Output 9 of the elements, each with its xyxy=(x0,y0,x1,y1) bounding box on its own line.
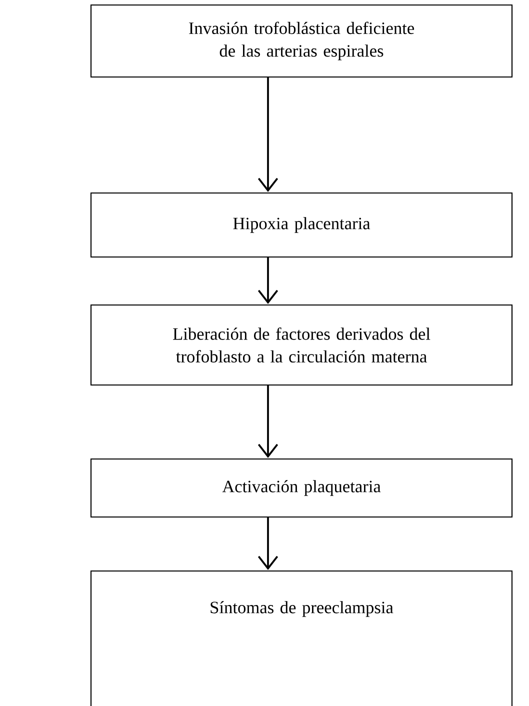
process-box: Hipoxia placentaria xyxy=(90,192,513,258)
arrow xyxy=(258,77,278,192)
arrow xyxy=(258,517,278,570)
arrow xyxy=(258,257,278,304)
process-box: Liberación de factores derivados del trofoblasto a la circulación materna xyxy=(90,304,513,386)
arrow xyxy=(258,385,278,458)
process-box: Síntomas de preeclampsia xyxy=(90,570,513,706)
process-box: Invasión trofoblástica deficiente de las arterias espirales xyxy=(90,4,513,78)
process-box: Activación plaquetaria xyxy=(90,458,513,518)
